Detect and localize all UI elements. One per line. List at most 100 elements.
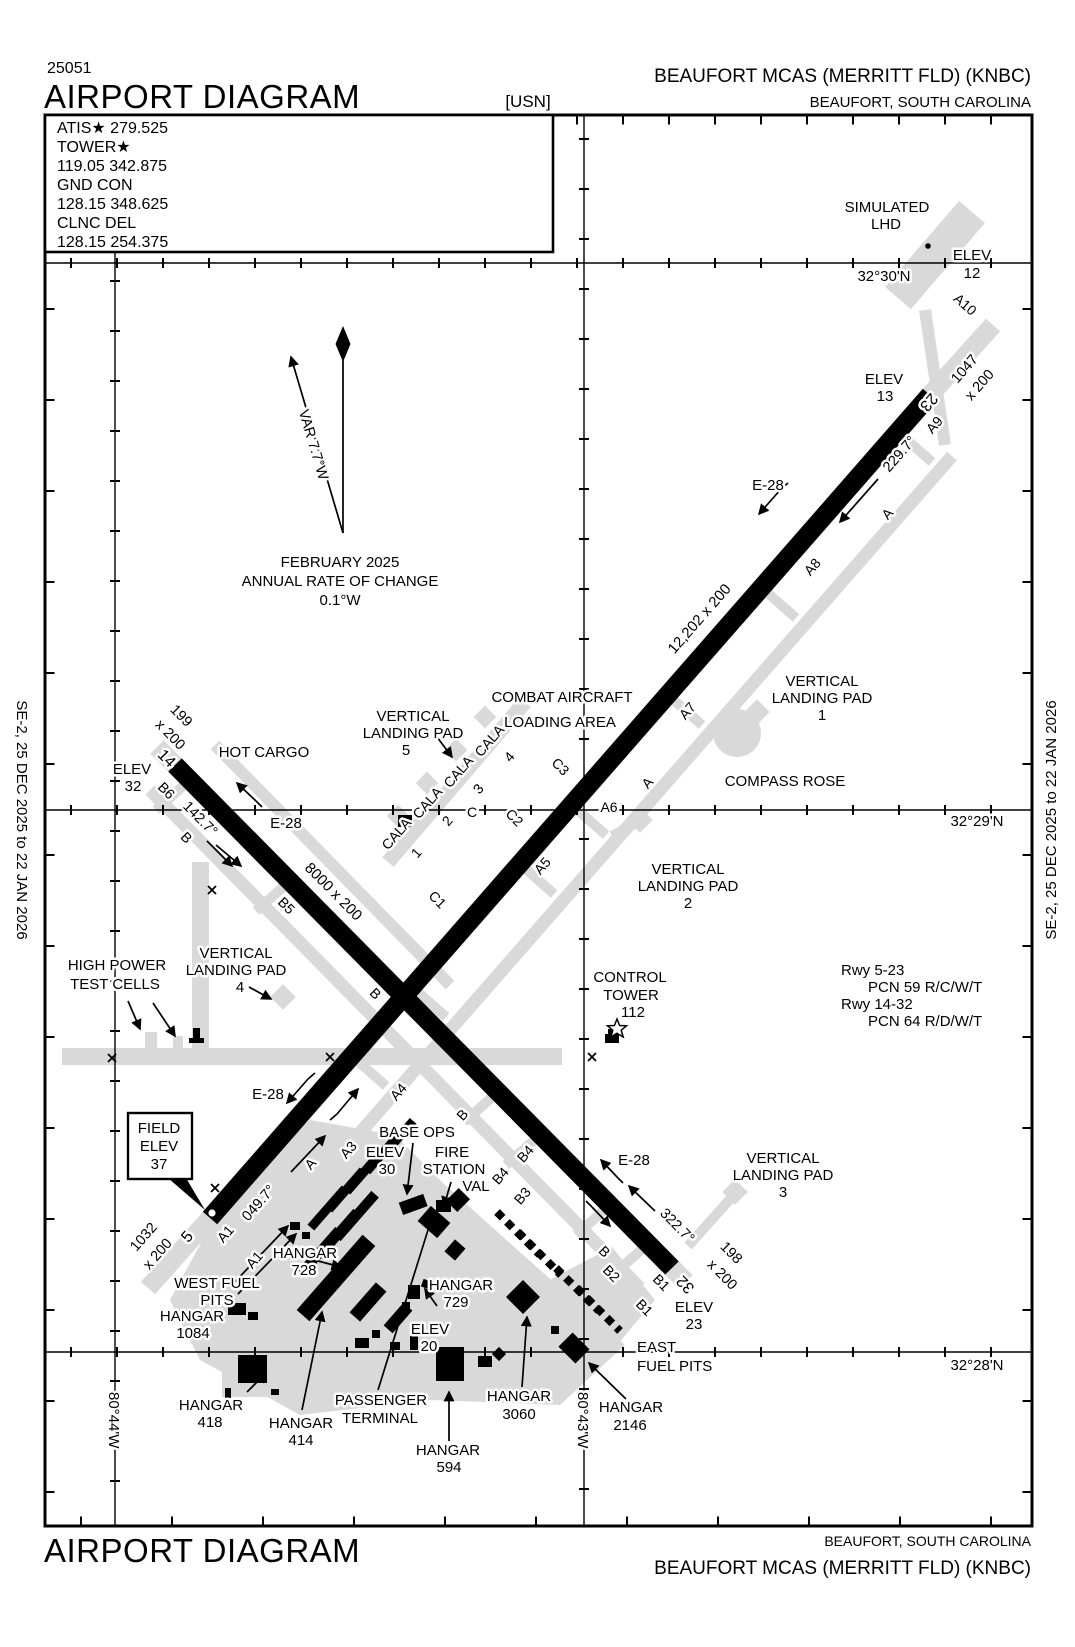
vlp2-l2: LANDING PAD xyxy=(638,878,739,895)
taxiway-label-a8: A8 xyxy=(801,555,824,579)
pcn-1432-value: PCN 64 R/D/W/T xyxy=(868,1013,982,1030)
bottom-buildings xyxy=(355,1330,418,1350)
east-fuel-pit xyxy=(558,1332,590,1364)
vlp5-l1: VERTICAL xyxy=(376,708,449,725)
simulated-lhd-l2: LHD xyxy=(871,216,901,233)
west-fuel-pit xyxy=(302,1232,310,1239)
symbols xyxy=(107,326,879,1441)
lat-32-30: 32°30'N xyxy=(857,268,910,285)
footer-airport: BEAUFORT MCAS (MERRITT FLD) (KNBC) xyxy=(654,1558,1031,1579)
building xyxy=(225,1388,231,1398)
building xyxy=(349,1282,387,1322)
simulated-lhd-l1: SIMULATED xyxy=(845,199,930,216)
hptc-l2: TEST CELLS xyxy=(70,976,160,993)
footer-city: BEAUFORT, SOUTH CAROLINA xyxy=(824,1533,1031,1549)
clearance-label: CLNC DEL xyxy=(57,215,136,232)
field-elev-value: 37 xyxy=(151,1156,168,1173)
building-labels: HANGAR 728 HANGAR 1084 WEST FUEL PITS HA… xyxy=(157,1243,714,1479)
hangar-3060-num: 3060 xyxy=(502,1406,535,1423)
vlp3-l2: LANDING PAD xyxy=(733,1167,834,1184)
hangar-word: HANGAR xyxy=(273,1245,337,1262)
overrun-5 xyxy=(140,1211,218,1295)
true-north-arrow-icon xyxy=(335,326,351,362)
vlp1-l2: LANDING PAD xyxy=(772,690,873,707)
field-elev-l1: FIELD xyxy=(138,1120,181,1137)
building xyxy=(383,1302,413,1334)
building xyxy=(271,1389,279,1395)
hangar-418-num: 418 xyxy=(197,1414,222,1431)
control-tower-star-icon xyxy=(605,1016,629,1039)
elev-13-label: ELEV xyxy=(865,371,903,388)
hangar-word: HANGAR xyxy=(487,1388,551,1405)
fire-station-l2: STATION xyxy=(423,1161,486,1178)
vlp3-num: 3 xyxy=(779,1184,787,1201)
elev-20-value: 20 xyxy=(421,1338,438,1355)
east-fuel-l2: FUEL PITS xyxy=(637,1358,712,1375)
hangar-729-label: HANGAR 729 xyxy=(426,1275,495,1314)
test-cell-symbol xyxy=(193,1028,200,1042)
hangar-594-building xyxy=(436,1347,464,1381)
e28-label: E-28 xyxy=(252,1086,284,1103)
cala-number-4: 4 xyxy=(501,748,518,765)
building xyxy=(248,1312,258,1320)
hangar-1084-num: 1084 xyxy=(176,1325,209,1342)
north-arrows xyxy=(288,326,351,534)
comm-box: ATIS★ 279.525 TOWER★ 119.05 342.875 GND … xyxy=(43,113,555,254)
test-cell-symbol xyxy=(189,1038,204,1043)
vlp1-num: 1 xyxy=(818,707,826,724)
taxiway-a xyxy=(263,451,957,1243)
e28-label: E-28 xyxy=(270,815,302,832)
elev-30-value: 30 xyxy=(379,1161,396,1178)
cala-row xyxy=(382,697,531,867)
hangar-row-mid xyxy=(297,1190,379,1278)
lon-80-44: 80°44'W xyxy=(105,1392,122,1449)
header: 25051 AIRPORT DIAGRAM [USN] BEAUFORT MCA… xyxy=(44,60,1031,115)
footer: AIRPORT DIAGRAM BEAUFORT, SOUTH CAROLINA… xyxy=(44,1532,1032,1579)
hangar-1084-label: HANGAR 1084 xyxy=(157,1306,226,1345)
variation-rate-label: ANNUAL RATE OF CHANGE xyxy=(242,573,439,590)
chart-number: 25051 xyxy=(47,60,92,77)
taxiway-label-b: B xyxy=(367,985,385,1003)
vlp4-num: 4 xyxy=(236,979,244,996)
taxiway-label-c: C xyxy=(467,804,477,820)
field-elev-l2: ELEV xyxy=(140,1138,178,1155)
elev-20-label: ELEV xyxy=(411,1321,449,1338)
runway-5-23 xyxy=(202,388,938,1225)
comm-box-frame xyxy=(43,113,555,254)
pointer-arrows xyxy=(127,736,627,1441)
runway-14-32 xyxy=(168,758,679,1275)
combat-loading-l2: LOADING AREA xyxy=(504,714,616,731)
clearance-freq: 128.15 254.375 xyxy=(57,234,168,251)
passenger-l2: TERMINAL xyxy=(342,1410,418,1427)
vlp5-l2: LANDING PAD xyxy=(363,725,464,742)
overrun-32 xyxy=(665,1261,693,1289)
ground-freq: 128.15 348.625 xyxy=(57,196,168,213)
control-tower-building xyxy=(608,1029,614,1035)
hangar-418-building xyxy=(238,1355,267,1383)
hangar-2146-label: HANGAR 2146 xyxy=(596,1397,665,1437)
cala-number-1: 1 xyxy=(408,844,425,861)
hangar-2146-num: 2146 xyxy=(613,1417,646,1434)
main-apron xyxy=(170,1120,625,1415)
hangar-414-label: HANGAR 414 xyxy=(266,1413,335,1452)
lat-32-28: 32°28'N xyxy=(950,1357,1003,1374)
hangar-word: HANGAR xyxy=(416,1442,480,1459)
vertical-landing-pad-3: VERTICAL LANDING PAD 3 xyxy=(730,1148,836,1204)
hangar-729-cluster xyxy=(402,1278,432,1310)
west-fuel-l1: WEST FUEL xyxy=(174,1275,260,1292)
compass-rose-label: COMPASS ROSE xyxy=(725,773,846,790)
elev-13-value: 13 xyxy=(877,388,894,405)
hot-cargo-label: HOT CARGO xyxy=(219,744,310,761)
vertical-landing-pad-2: VERTICAL LANDING PAD 2 xyxy=(635,859,741,915)
closed-markers xyxy=(107,885,597,1193)
elev-23-value: 23 xyxy=(686,1316,703,1333)
page-title: AIRPORT DIAGRAM xyxy=(44,78,360,115)
arresting-gear-symbols xyxy=(206,482,823,1228)
building xyxy=(444,1239,466,1261)
runways xyxy=(168,388,938,1275)
north-south-taxiway xyxy=(192,862,209,1060)
pcn-block: Rwy 5-23 PCN 59 R/C/W/T Rwy 14-32 PCN 64… xyxy=(841,962,982,1030)
taxiway-label-b: B xyxy=(178,829,196,847)
